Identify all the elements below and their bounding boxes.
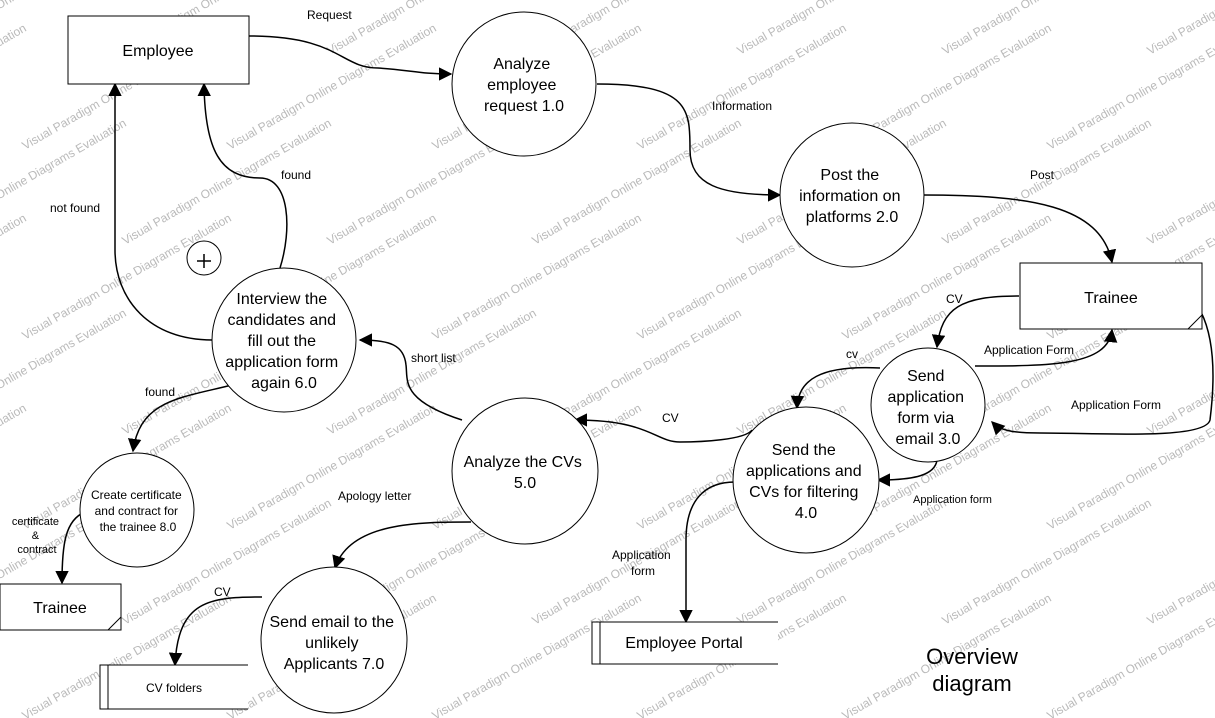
flow-short-list: [358, 333, 463, 421]
store-cv-folders[interactable]: CV folders: [99, 664, 248, 710]
expand-plus-icon[interactable]: [186, 240, 222, 276]
flow-cv-trainee: [931, 295, 1020, 349]
flow-apology-letter: [332, 521, 472, 570]
flow-label-information: Information: [712, 99, 772, 113]
flow-label-certificate-contract: certificate & contract: [12, 516, 62, 556]
process-1-label: Analyze employee request 1.0: [484, 56, 564, 115]
process-5[interactable]: Analyze the CVs 5.0: [451, 397, 599, 545]
flow-cv-folders: [168, 596, 263, 667]
diagram-title: Overview diagram: [926, 644, 1018, 696]
watermark-text: Visual Paradigm Online Diagrams Evaluati…: [0, 211, 29, 343]
store-employee-portal-label: Employee Portal: [625, 635, 742, 652]
flow-label-cv-to-p5: CV: [662, 411, 679, 425]
entity-trainee-bottom[interactable]: Trainee: [0, 583, 122, 631]
process-4[interactable]: Send the applications and CVs for filter…: [732, 406, 880, 554]
process-5-label: Analyze the CVs 5.0: [464, 454, 587, 492]
flow-label-not-found: not found: [50, 201, 100, 215]
process-6-label: Interview the candidates and fill out th…: [225, 291, 342, 392]
flow-found-top: [197, 82, 288, 269]
watermark-text: Visual Paradigm Online Diagrams Evaluati…: [1145, 496, 1215, 628]
process-8-label: Create certificate and contract for the …: [91, 488, 185, 534]
flow-label-application-form-to-p4: Application form: [913, 494, 992, 506]
flow-lines: [55, 35, 1214, 667]
process-7-label: Send email to the unlikely Applicants 7.…: [270, 614, 399, 673]
watermark-text: Visual Paradigm Online Diagrams Evaluati…: [1045, 591, 1215, 718]
flow-not-found: [108, 82, 213, 341]
process-2[interactable]: Post the information on platforms 2.0: [779, 122, 925, 268]
store-employee-portal[interactable]: Employee Portal: [591, 621, 778, 665]
diagram-title-line1: Overview: [926, 644, 1018, 669]
flow-labels: Request Information Post CV Application …: [12, 8, 1161, 599]
flow-label-post: Post: [1030, 168, 1055, 182]
flow-application-form-to-p4: [876, 459, 938, 487]
process-2-label: Post the information on platforms 2.0: [799, 167, 905, 226]
entity-trainee-bottom-label: Trainee: [33, 600, 87, 617]
process-1[interactable]: Analyze employee request 1.0: [451, 11, 597, 157]
flow-request: [248, 35, 453, 81]
process-8[interactable]: Create certificate and contract for the …: [79, 452, 195, 568]
flow-label-cv-trainee: CV: [946, 292, 963, 306]
watermark-text: Visual Paradigm Online Diagrams Evaluati…: [940, 496, 1154, 628]
flow-post: [921, 194, 1117, 264]
entity-employee[interactable]: Employee: [67, 15, 250, 85]
entity-trainee-top[interactable]: Trainee: [1019, 262, 1203, 330]
flow-label-cv-to-p4: cv: [846, 347, 858, 361]
process-4-label: Send the applications and CVs for filter…: [746, 442, 866, 522]
flow-certificate-contract: [55, 511, 86, 585]
flow-label-application-form-from-trainee: Application Form: [1071, 398, 1161, 412]
flow-cv-to-p5: [573, 413, 753, 443]
flow-label-found-bottom: found: [145, 385, 175, 399]
watermark-text: Visual Paradigm Online Diagrams Evaluati…: [0, 401, 29, 533]
flow-label-application-form-portal: Application form: [612, 548, 674, 578]
flow-label-cv-folders: CV: [214, 585, 231, 599]
flow-label-application-form-to-trainee: Application Form: [984, 343, 1074, 357]
entity-trainee-top-label: Trainee: [1084, 290, 1138, 307]
store-cv-folders-label: CV folders: [146, 681, 202, 695]
entity-employee-label: Employee: [122, 43, 193, 60]
flow-found-bottom: [127, 384, 233, 453]
flow-application-form-to-trainee: [974, 328, 1118, 367]
diagram-title-line2: diagram: [932, 671, 1011, 696]
flow-application-form-portal: [679, 481, 736, 624]
flow-label-request: Request: [307, 8, 352, 22]
process-7[interactable]: Send email to the unlikely Applicants 7.…: [260, 566, 408, 714]
watermark-text: Visual Paradigm Online Diagrams Evaluati…: [0, 21, 29, 153]
flow-label-apology-letter: Apology letter: [338, 489, 411, 503]
process-3-label: Send application form via email 3.0: [888, 368, 969, 448]
flow-label-short-list: short list: [411, 351, 456, 365]
flow-information: [596, 83, 782, 202]
process-6[interactable]: Interview the candidates and fill out th…: [211, 267, 357, 413]
flow-cv-to-p4: [790, 366, 881, 410]
flow-label-found-top: found: [281, 168, 311, 182]
process-3[interactable]: Send application form via email 3.0: [870, 347, 986, 463]
watermark-text: Visual Paradigm Online Diagrams Evaluati…: [1145, 116, 1215, 248]
flow-application-form-from-trainee: [991, 311, 1214, 436]
